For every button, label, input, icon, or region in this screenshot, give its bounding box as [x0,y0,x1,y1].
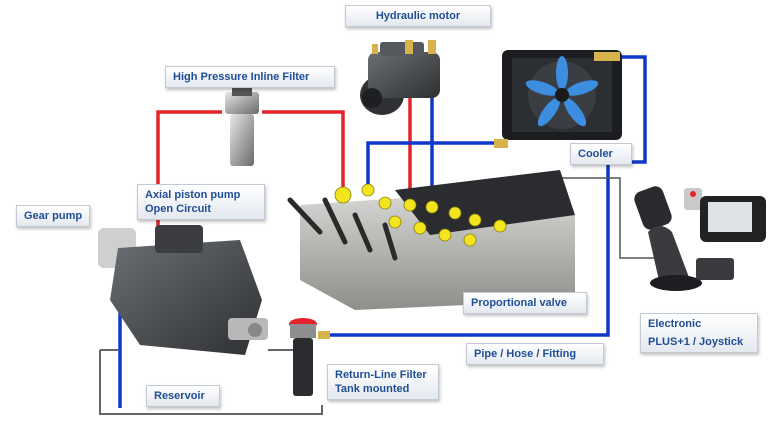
fittings [318,52,620,339]
cooler-image [502,50,622,140]
label-axial-pump-line2: Open Circuit [145,203,212,215]
label-proportional-valve: Proportional valve [463,292,587,314]
label-hp-filter: High Pressure Inline Filter [165,66,335,88]
label-electronic-joystick: Electronic PLUS+1 / Joystick [640,313,758,353]
label-gear-pump-text: Gear pump [24,210,83,222]
hp-filter-image [225,88,259,166]
label-pipe-hose-fitting: Pipe / Hose / Fitting [466,343,604,365]
label-electronic-line2: PLUS+1 / Joystick [648,336,744,348]
label-hydraulic-motor: Hydraulic motor [345,5,491,27]
label-axial-pump-line1: Axial piston pump [145,189,241,201]
label-hp-filter-text: High Pressure Inline Filter [173,71,310,83]
label-hydraulic-motor-text: Hydraulic motor [375,10,461,22]
proportional-valve-image [287,170,575,310]
label-pipe-hose-text: Pipe / Hose / Fitting [474,348,577,360]
label-cooler: Cooler [570,143,632,165]
pump-image [98,225,268,355]
electronic-joystick-image [634,186,766,291]
label-proportional-valve-text: Proportional valve [471,297,567,309]
hydraulic-motor-image [360,40,440,115]
label-return-filter-line1: Return-Line Filter [335,369,427,381]
label-reservoir-text: Reservoir [154,390,205,402]
label-return-line-filter: Return-Line Filter Tank mounted [327,364,439,400]
label-reservoir: Reservoir [146,385,220,407]
label-electronic-line1: Electronic [648,318,702,330]
label-gear-pump: Gear pump [16,205,90,227]
label-cooler-text: Cooler [578,148,613,160]
return-filter-image [289,318,317,396]
label-return-filter-line2: Tank mounted [335,383,410,395]
label-axial-piston-pump: Axial piston pump Open Circuit [137,184,265,220]
